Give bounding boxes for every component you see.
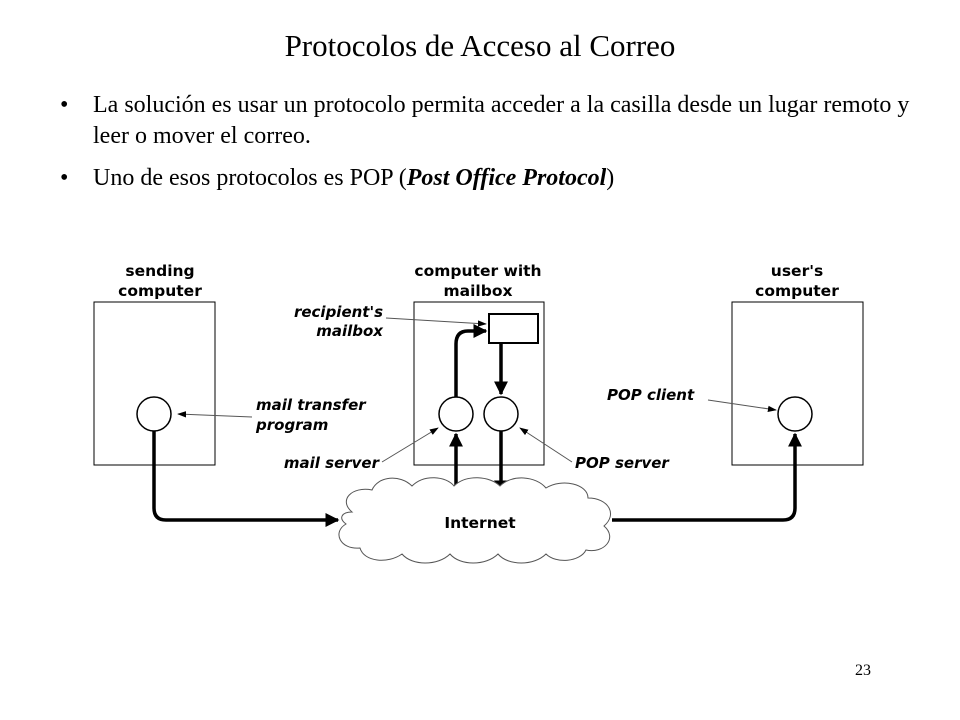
mailbox-computer-label-2: mailbox <box>444 282 513 300</box>
internet-label: Internet <box>444 514 516 532</box>
internet-to-pop-client-arrow <box>612 432 802 522</box>
pop-server-pointer <box>519 427 573 463</box>
pop-server-label: POP server <box>575 454 670 472</box>
user-computer-label-1: user's <box>771 262 823 280</box>
bullet-item: • Uno de esos protocolos es POP (Post Of… <box>60 163 920 194</box>
pop-client-pointer <box>707 399 777 412</box>
user-computer-label-2: computer <box>755 282 839 300</box>
bullet-marker: • <box>60 165 69 191</box>
mail-server-to-mailbox-arrow <box>454 324 488 397</box>
recipients-mailbox-pointer <box>385 317 487 327</box>
bullet-text: La solución es usar un protocolo permita… <box>93 92 910 149</box>
bullet-item: • La solución es usar un protocolo permi… <box>60 90 920 152</box>
sending-computer-label-1: sending <box>125 262 194 280</box>
mail-server-pointer <box>381 427 439 463</box>
mail-transfer-pointer <box>177 411 253 418</box>
bullet-text-suffix: ) <box>606 165 615 191</box>
pop-client-circle <box>777 396 813 432</box>
mail-server-label: mail server <box>284 454 381 472</box>
sender-to-internet-arrow <box>152 431 340 527</box>
mailbox-computer-label-1: computer with <box>414 262 541 280</box>
internet-cloud <box>338 477 611 564</box>
user-computer-box <box>731 301 864 466</box>
slide-title: Protocolos de Acceso al Correo <box>284 28 676 63</box>
mail-transfer-program-label-1: mail transfer <box>256 396 367 414</box>
page-number: 23 <box>855 662 871 679</box>
recipients-mailbox-label-2: mailbox <box>316 322 384 340</box>
pop-server-circle <box>483 396 519 432</box>
sending-computer-label-2: computer <box>118 282 202 300</box>
bullet-list: • La solución es usar un protocolo permi… <box>60 90 920 194</box>
bullet-text-emphasis: Post Office Protocol <box>406 165 607 191</box>
mail-transfer-program-label-2: program <box>255 416 328 434</box>
bullet-marker: • <box>60 92 69 118</box>
recipient-mailbox-box <box>488 313 539 344</box>
recipients-mailbox-label-1: recipient's <box>294 303 383 321</box>
mail-server-circle <box>438 396 474 432</box>
pop-client-label: POP client <box>607 386 695 404</box>
mail-transfer-program-circle <box>136 396 172 432</box>
bullet-text-prefix: Uno de esos protocolos es POP ( <box>93 165 407 191</box>
